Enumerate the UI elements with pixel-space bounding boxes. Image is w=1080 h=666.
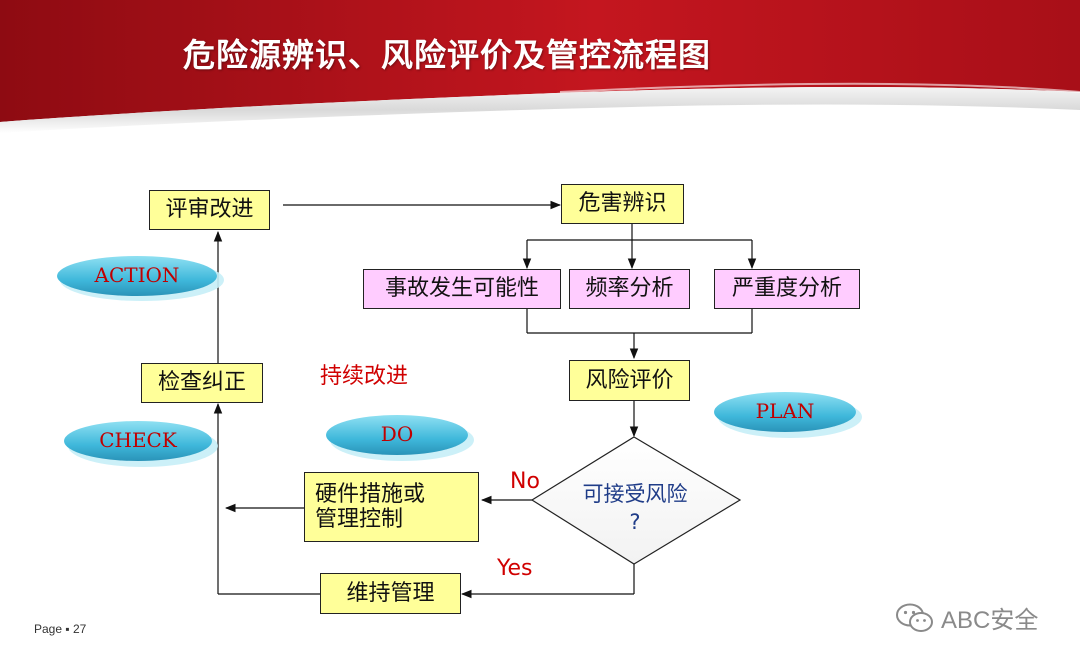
severity-analysis-box: 严重度分析 (714, 269, 860, 309)
accident-likelihood-box: 事故发生可能性 (363, 269, 561, 309)
review-improve-box: 评审改进 (149, 190, 270, 230)
maintain-management-box: 维持管理 (320, 573, 461, 614)
decision-question: 可接受风险 ? (540, 480, 730, 537)
watermark-text: ABC安全 (941, 607, 1039, 634)
branch-yes-label: Yes (497, 556, 533, 581)
do-label: DO (380, 422, 414, 446)
plan-label: PLAN (755, 399, 815, 423)
decision-line1: 可接受风险 (582, 482, 688, 506)
header-band (0, 0, 1080, 133)
wechat-icon (896, 603, 933, 632)
check-label: CHECK (99, 428, 177, 452)
page-title: 危险源辨识、风险评价及管控流程图 (183, 36, 712, 74)
watermark: ABC安全 (895, 600, 1038, 635)
continuous-improvement-label: 持续改进 (320, 364, 409, 389)
hazard-identification-box: 危害辨识 (561, 184, 684, 224)
ellipse-plan (714, 392, 862, 438)
ellipse-action (57, 256, 224, 301)
inspect-correct-box: 检查纠正 (141, 363, 263, 403)
branch-no-label: No (510, 469, 540, 494)
ellipse-check (64, 421, 218, 467)
control-measures-line2: 管理控制 (315, 507, 404, 532)
ellipse-do (326, 415, 474, 461)
risk-evaluation-box: 风险评价 (569, 360, 690, 401)
control-measures-line1: 硬件措施或 (315, 481, 426, 507)
frequency-analysis-box: 频率分析 (569, 269, 690, 309)
decision-line2: ? (629, 510, 641, 535)
action-label: ACTION (94, 263, 180, 287)
page-number: Page ▪ 27 (34, 622, 87, 636)
control-measures-box: 硬件措施或 管理控制 (304, 472, 479, 542)
